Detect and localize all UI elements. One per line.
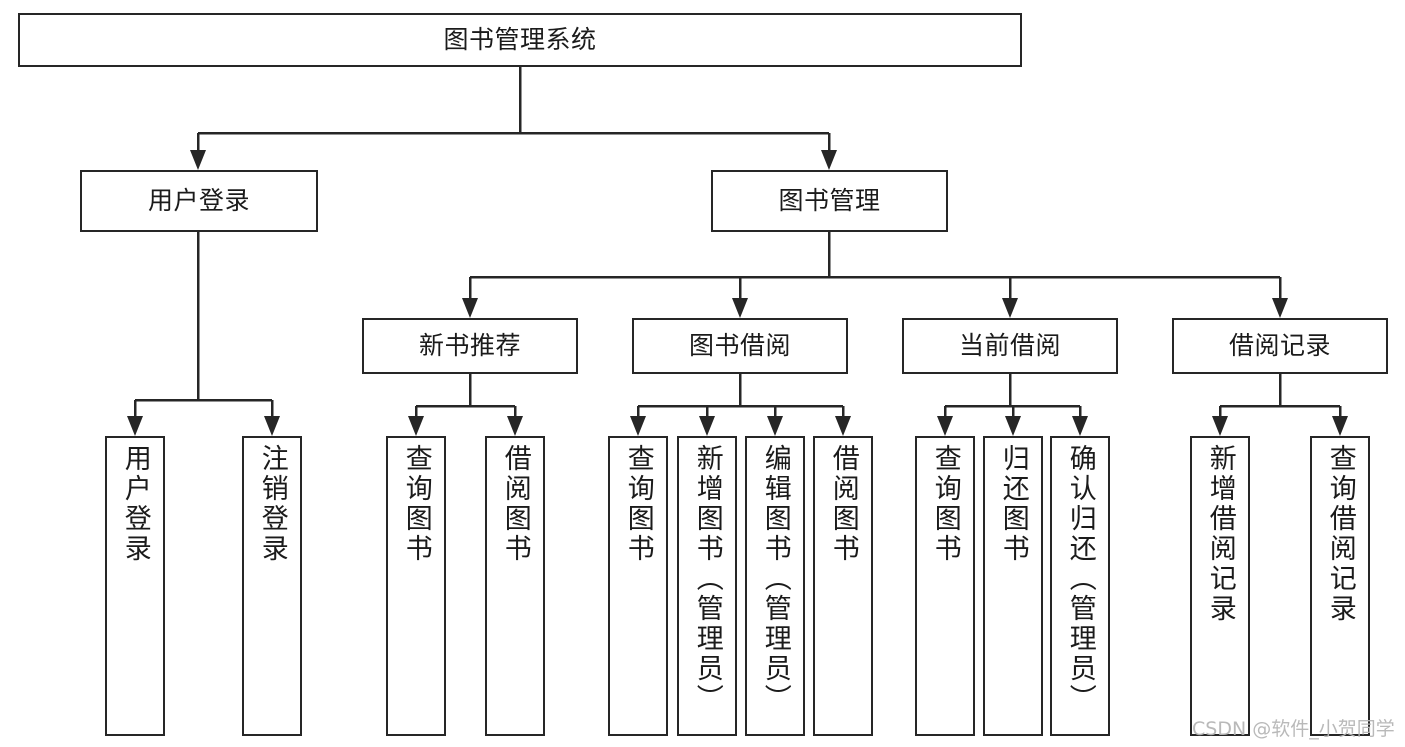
arrow-head-bookmanage-to-level3-1 [732,298,748,318]
node-label-user-login: 用户登录 [147,185,250,215]
arrow-head-current-to-leaves-1 [1005,416,1021,436]
node-leaf-add-record: 新增借阅记录 [1190,436,1250,736]
node-leaf-add-book: 新增图书（管理员） [677,436,737,736]
node-label-new-book-recommend: 新书推荐 [418,330,521,360]
node-label-leaf-return-book: 归还图书 [997,444,1029,564]
node-label-leaf-borrow-book-2: 借阅图书 [827,444,859,564]
arrow-head-root-to-level2-1 [821,150,837,170]
node-label-leaf-query-record: 查询借阅记录 [1324,444,1356,624]
node-current-borrow: 当前借阅 [902,318,1118,374]
arrow-head-recommend-to-leaves-0 [408,416,424,436]
node-leaf-query-book-1: 查询图书 [386,436,446,736]
arrow-head-borrow-to-leaves-0 [630,416,646,436]
arrow-head-bookmanage-to-level3-0 [462,298,478,318]
arrow-head-recommend-to-leaves-1 [507,416,523,436]
arrow-head-record-to-leaves-1 [1332,416,1348,436]
node-book-manage: 图书管理 [711,170,948,232]
arrow-head-borrow-to-leaves-1 [699,416,715,436]
node-root: 图书管理系统 [18,13,1022,67]
node-leaf-query-book-2: 查询图书 [608,436,668,736]
node-leaf-edit-book: 编辑图书（管理员） [745,436,805,736]
arrow-head-borrow-to-leaves-2 [767,416,783,436]
node-leaf-logout: 注销登录 [242,436,302,736]
arrow-head-bookmanage-to-level3-3 [1272,298,1288,318]
node-label-leaf-confirm-return: 确认归还（管理员） [1064,444,1096,714]
node-leaf-user-login: 用户登录 [105,436,165,736]
node-label-root: 图书管理系统 [443,24,597,54]
node-leaf-query-record: 查询借阅记录 [1310,436,1370,736]
node-label-leaf-user-login: 用户登录 [119,444,151,564]
node-leaf-borrow-book-2: 借阅图书 [813,436,873,736]
node-label-borrow-record: 借阅记录 [1228,330,1331,360]
node-leaf-borrow-book-1: 借阅图书 [485,436,545,736]
node-leaf-query-book-3: 查询图书 [915,436,975,736]
node-book-borrow: 图书借阅 [632,318,848,374]
node-leaf-confirm-return: 确认归还（管理员） [1050,436,1110,736]
arrow-head-current-to-leaves-2 [1072,416,1088,436]
node-label-book-manage: 图书管理 [778,185,881,215]
node-user-login: 用户登录 [80,170,318,232]
node-label-leaf-query-book-2: 查询图书 [622,444,654,564]
node-label-leaf-query-book-1: 查询图书 [400,444,432,564]
node-borrow-record: 借阅记录 [1172,318,1388,374]
arrow-head-root-to-level2-0 [190,150,206,170]
node-label-leaf-edit-book: 编辑图书（管理员） [759,444,791,714]
node-label-current-borrow: 当前借阅 [958,330,1061,360]
arrow-head-login-to-leaves-0 [127,416,143,436]
arrow-head-record-to-leaves-0 [1212,416,1228,436]
node-label-leaf-query-book-3: 查询图书 [929,444,961,564]
arrow-head-borrow-to-leaves-3 [835,416,851,436]
node-label-leaf-add-record: 新增借阅记录 [1204,444,1236,624]
arrow-head-current-to-leaves-0 [937,416,953,436]
node-label-book-borrow: 图书借阅 [688,330,791,360]
node-label-leaf-borrow-book-1: 借阅图书 [499,444,531,564]
arrow-head-login-to-leaves-1 [264,416,280,436]
node-new-book-recommend: 新书推荐 [362,318,578,374]
node-label-leaf-logout: 注销登录 [256,444,288,564]
node-label-leaf-add-book: 新增图书（管理员） [691,444,723,714]
arrow-head-bookmanage-to-level3-2 [1002,298,1018,318]
node-leaf-return-book: 归还图书 [983,436,1043,736]
